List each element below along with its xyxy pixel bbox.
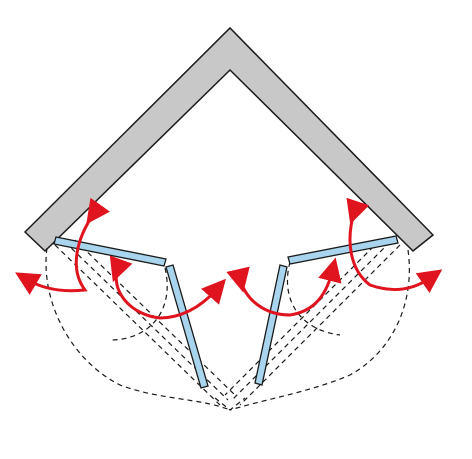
left-outer-swing-arrow bbox=[15, 197, 110, 295]
left-inner-swing-arrow bbox=[109, 255, 226, 320]
right-inner-swing-arrow bbox=[226, 257, 342, 317]
left-inner-swing-arc bbox=[109, 267, 168, 341]
closing-point-mark bbox=[214, 397, 246, 411]
right-swing-arc bbox=[229, 249, 410, 411]
left-outer-panel bbox=[53, 236, 167, 267]
right-inner-panel bbox=[254, 264, 288, 386]
right-folded-position-3 bbox=[224, 239, 381, 396]
right-folded-position-2 bbox=[231, 241, 391, 401]
right-folded-position-1 bbox=[239, 244, 401, 406]
corner-wall bbox=[23, 26, 435, 253]
swing-arrows bbox=[15, 197, 443, 320]
left-inner-panel bbox=[165, 264, 209, 389]
glass-panels bbox=[53, 235, 399, 389]
left-folded-position-1 bbox=[54, 244, 221, 406]
right-outer-swing-arrow bbox=[346, 197, 443, 293]
